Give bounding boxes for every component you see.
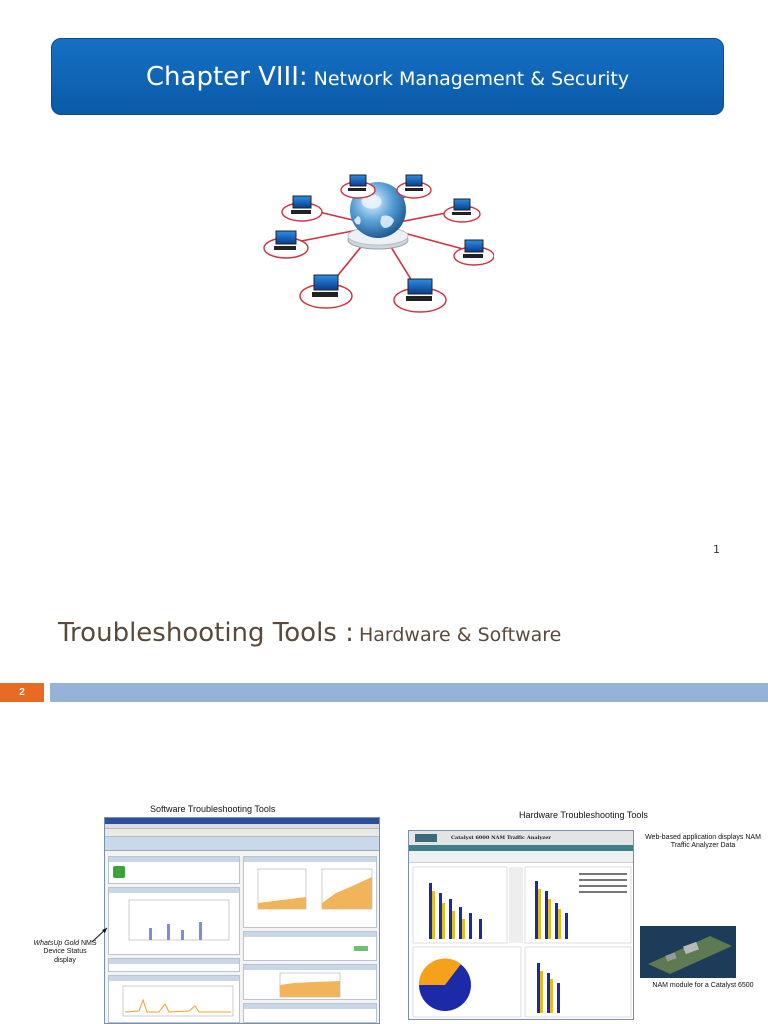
slide-number-badge: 2 xyxy=(0,683,44,702)
slide-number: 1 xyxy=(713,543,720,556)
hardware-annotation-top: Web-based application displays NAM Traff… xyxy=(645,834,761,850)
annotation-arrow-icon xyxy=(91,927,108,943)
response-chart-panel xyxy=(243,964,377,1000)
software-heading: Software Troubleshooting Tools xyxy=(150,804,276,814)
network-globe-icon xyxy=(263,174,494,313)
chapter-title-main: Chapter VIII: xyxy=(145,61,308,92)
ping-chart-panel xyxy=(108,975,240,1023)
header-rule xyxy=(50,683,768,702)
hardware-tools-screenshot: Hardware Troubleshooting Tools Catalyst … xyxy=(406,808,768,1024)
hardware-annotation-bottom: NAM module for a Catalyst 6500 xyxy=(652,982,754,989)
whatsup-window xyxy=(104,817,380,1024)
nam-module-icon xyxy=(640,926,736,978)
nam-window-title: Catalyst 6000 NAM Traffic Analyzer xyxy=(451,835,552,841)
nam-window: Catalyst 6000 NAM Traffic Analyzer xyxy=(408,830,634,1020)
hardware-heading: Hardware Troubleshooting Tools xyxy=(519,810,648,820)
slide-2-title-main: Troubleshooting Tools : xyxy=(58,618,354,648)
slide-2-title: Troubleshooting Tools : Hardware & Softw… xyxy=(58,618,561,648)
software-tools-screenshot: Software Troubleshooting Tools xyxy=(26,800,382,1024)
slide-2-title-sub: Hardware & Software xyxy=(358,624,562,646)
slide-1: Chapter VIII: Network Management & Secur… xyxy=(51,38,724,556)
memory-chart-panel xyxy=(243,856,377,928)
nam-charts xyxy=(412,866,632,1018)
chapter-title-sub: Network Management & Security xyxy=(313,67,630,90)
chapter-title-bar: Chapter VIII: Network Management & Secur… xyxy=(51,38,724,115)
cpu-chart-panel xyxy=(108,887,240,955)
device-info-panel xyxy=(108,856,240,884)
software-annotation: WhatsUp Gold NMS Device Status display xyxy=(33,940,97,964)
